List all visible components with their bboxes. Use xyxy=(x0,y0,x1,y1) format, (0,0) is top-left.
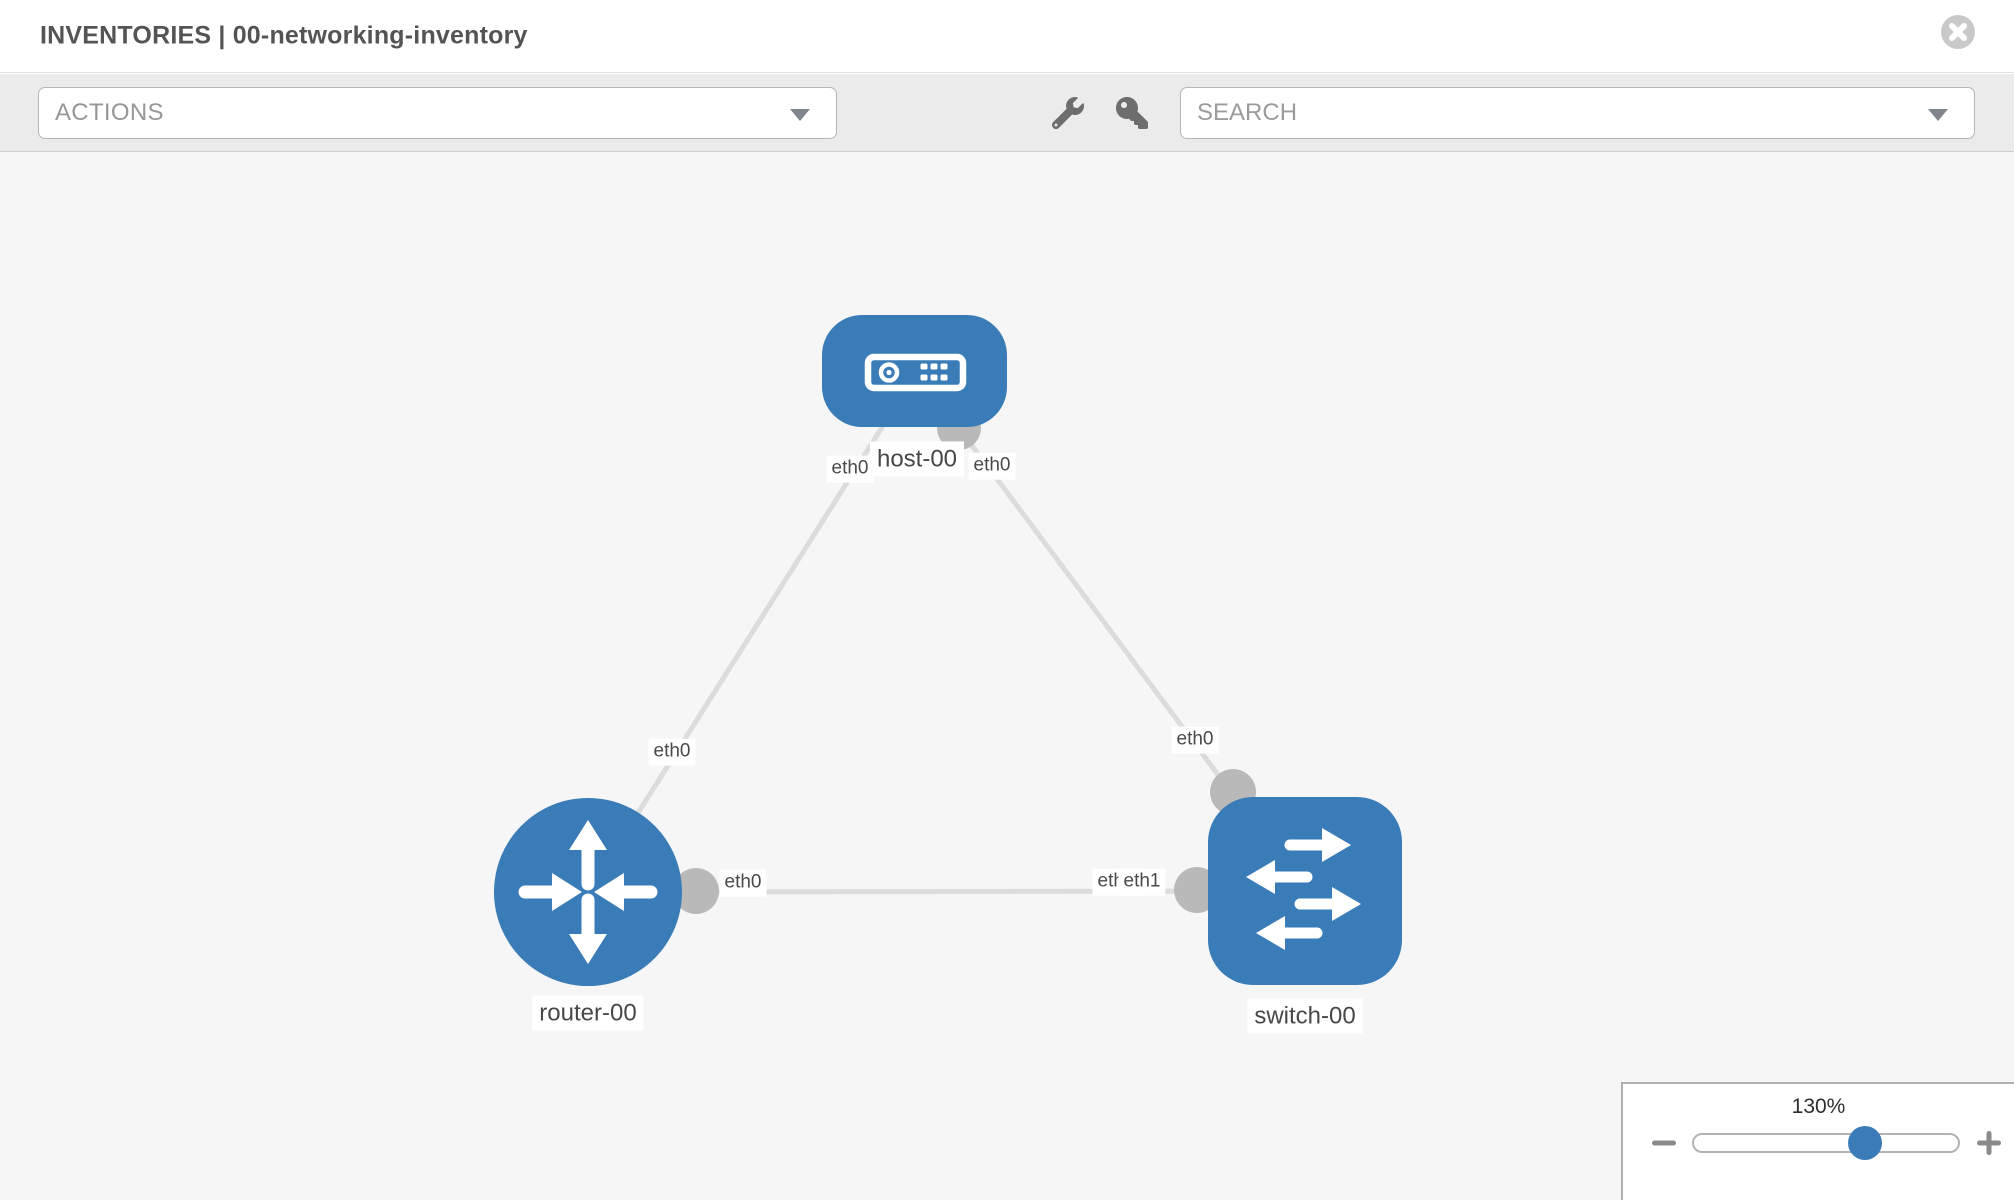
close-button[interactable] xyxy=(1941,15,1975,49)
interface-label: eth0 xyxy=(968,452,1016,480)
actions-dropdown-label: ACTIONS xyxy=(55,99,164,126)
node-label-host: host-00 xyxy=(869,441,965,477)
wrench-button[interactable] xyxy=(1050,96,1086,132)
chevron-down-icon xyxy=(790,109,810,121)
node-switch[interactable] xyxy=(1208,797,1402,985)
node-router[interactable] xyxy=(494,798,682,986)
node-label-switch: switch-00 xyxy=(1247,998,1363,1034)
actions-dropdown[interactable]: ACTIONS xyxy=(38,87,837,139)
topology-canvas[interactable]: host-00 eth0 eth0 eth0 eth0 eth0 eth0 et… xyxy=(0,152,2014,1200)
zoom-level-value: 130% xyxy=(1791,1095,1846,1118)
key-button[interactable] xyxy=(1114,96,1150,132)
interface-label: eth1 xyxy=(1118,868,1166,896)
zoom-in-button[interactable] xyxy=(1975,1129,2003,1157)
search-input[interactable] xyxy=(1181,88,1974,138)
interface-label: eth0 xyxy=(719,869,767,897)
interface-label: eth0 xyxy=(648,738,696,766)
close-icon xyxy=(1941,15,1975,49)
search-dropdown[interactable] xyxy=(1180,87,1975,139)
zoom-out-button[interactable] xyxy=(1650,1129,1678,1157)
window-titlebar: INVENTORIES | 00-networking-inventory xyxy=(0,0,2014,73)
interface-connectors xyxy=(673,406,1256,914)
zoom-control-panel: 130% xyxy=(1621,1082,2014,1200)
wrench-icon xyxy=(1051,96,1084,129)
switch-arrows-icon xyxy=(1246,828,1361,950)
zoom-slider-track[interactable] xyxy=(1692,1133,1960,1153)
zoom-slider-thumb[interactable] xyxy=(1848,1126,1882,1160)
node-label-router: router-00 xyxy=(532,995,644,1031)
zoom-in-icon xyxy=(1977,1131,2001,1155)
node-host[interactable] xyxy=(822,315,1007,427)
interface-label: eth0 xyxy=(1171,726,1219,754)
interface-connector xyxy=(673,868,719,914)
page-title: INVENTORIES | 00-networking-inventory xyxy=(40,21,528,50)
host-device-icon xyxy=(864,353,967,392)
zoom-out-icon xyxy=(1652,1140,1676,1146)
router-arrows-icon xyxy=(518,820,658,964)
key-icon xyxy=(1116,96,1148,129)
toolbar: ACTIONS xyxy=(0,74,2014,152)
interface-label: eth0 xyxy=(826,455,874,483)
